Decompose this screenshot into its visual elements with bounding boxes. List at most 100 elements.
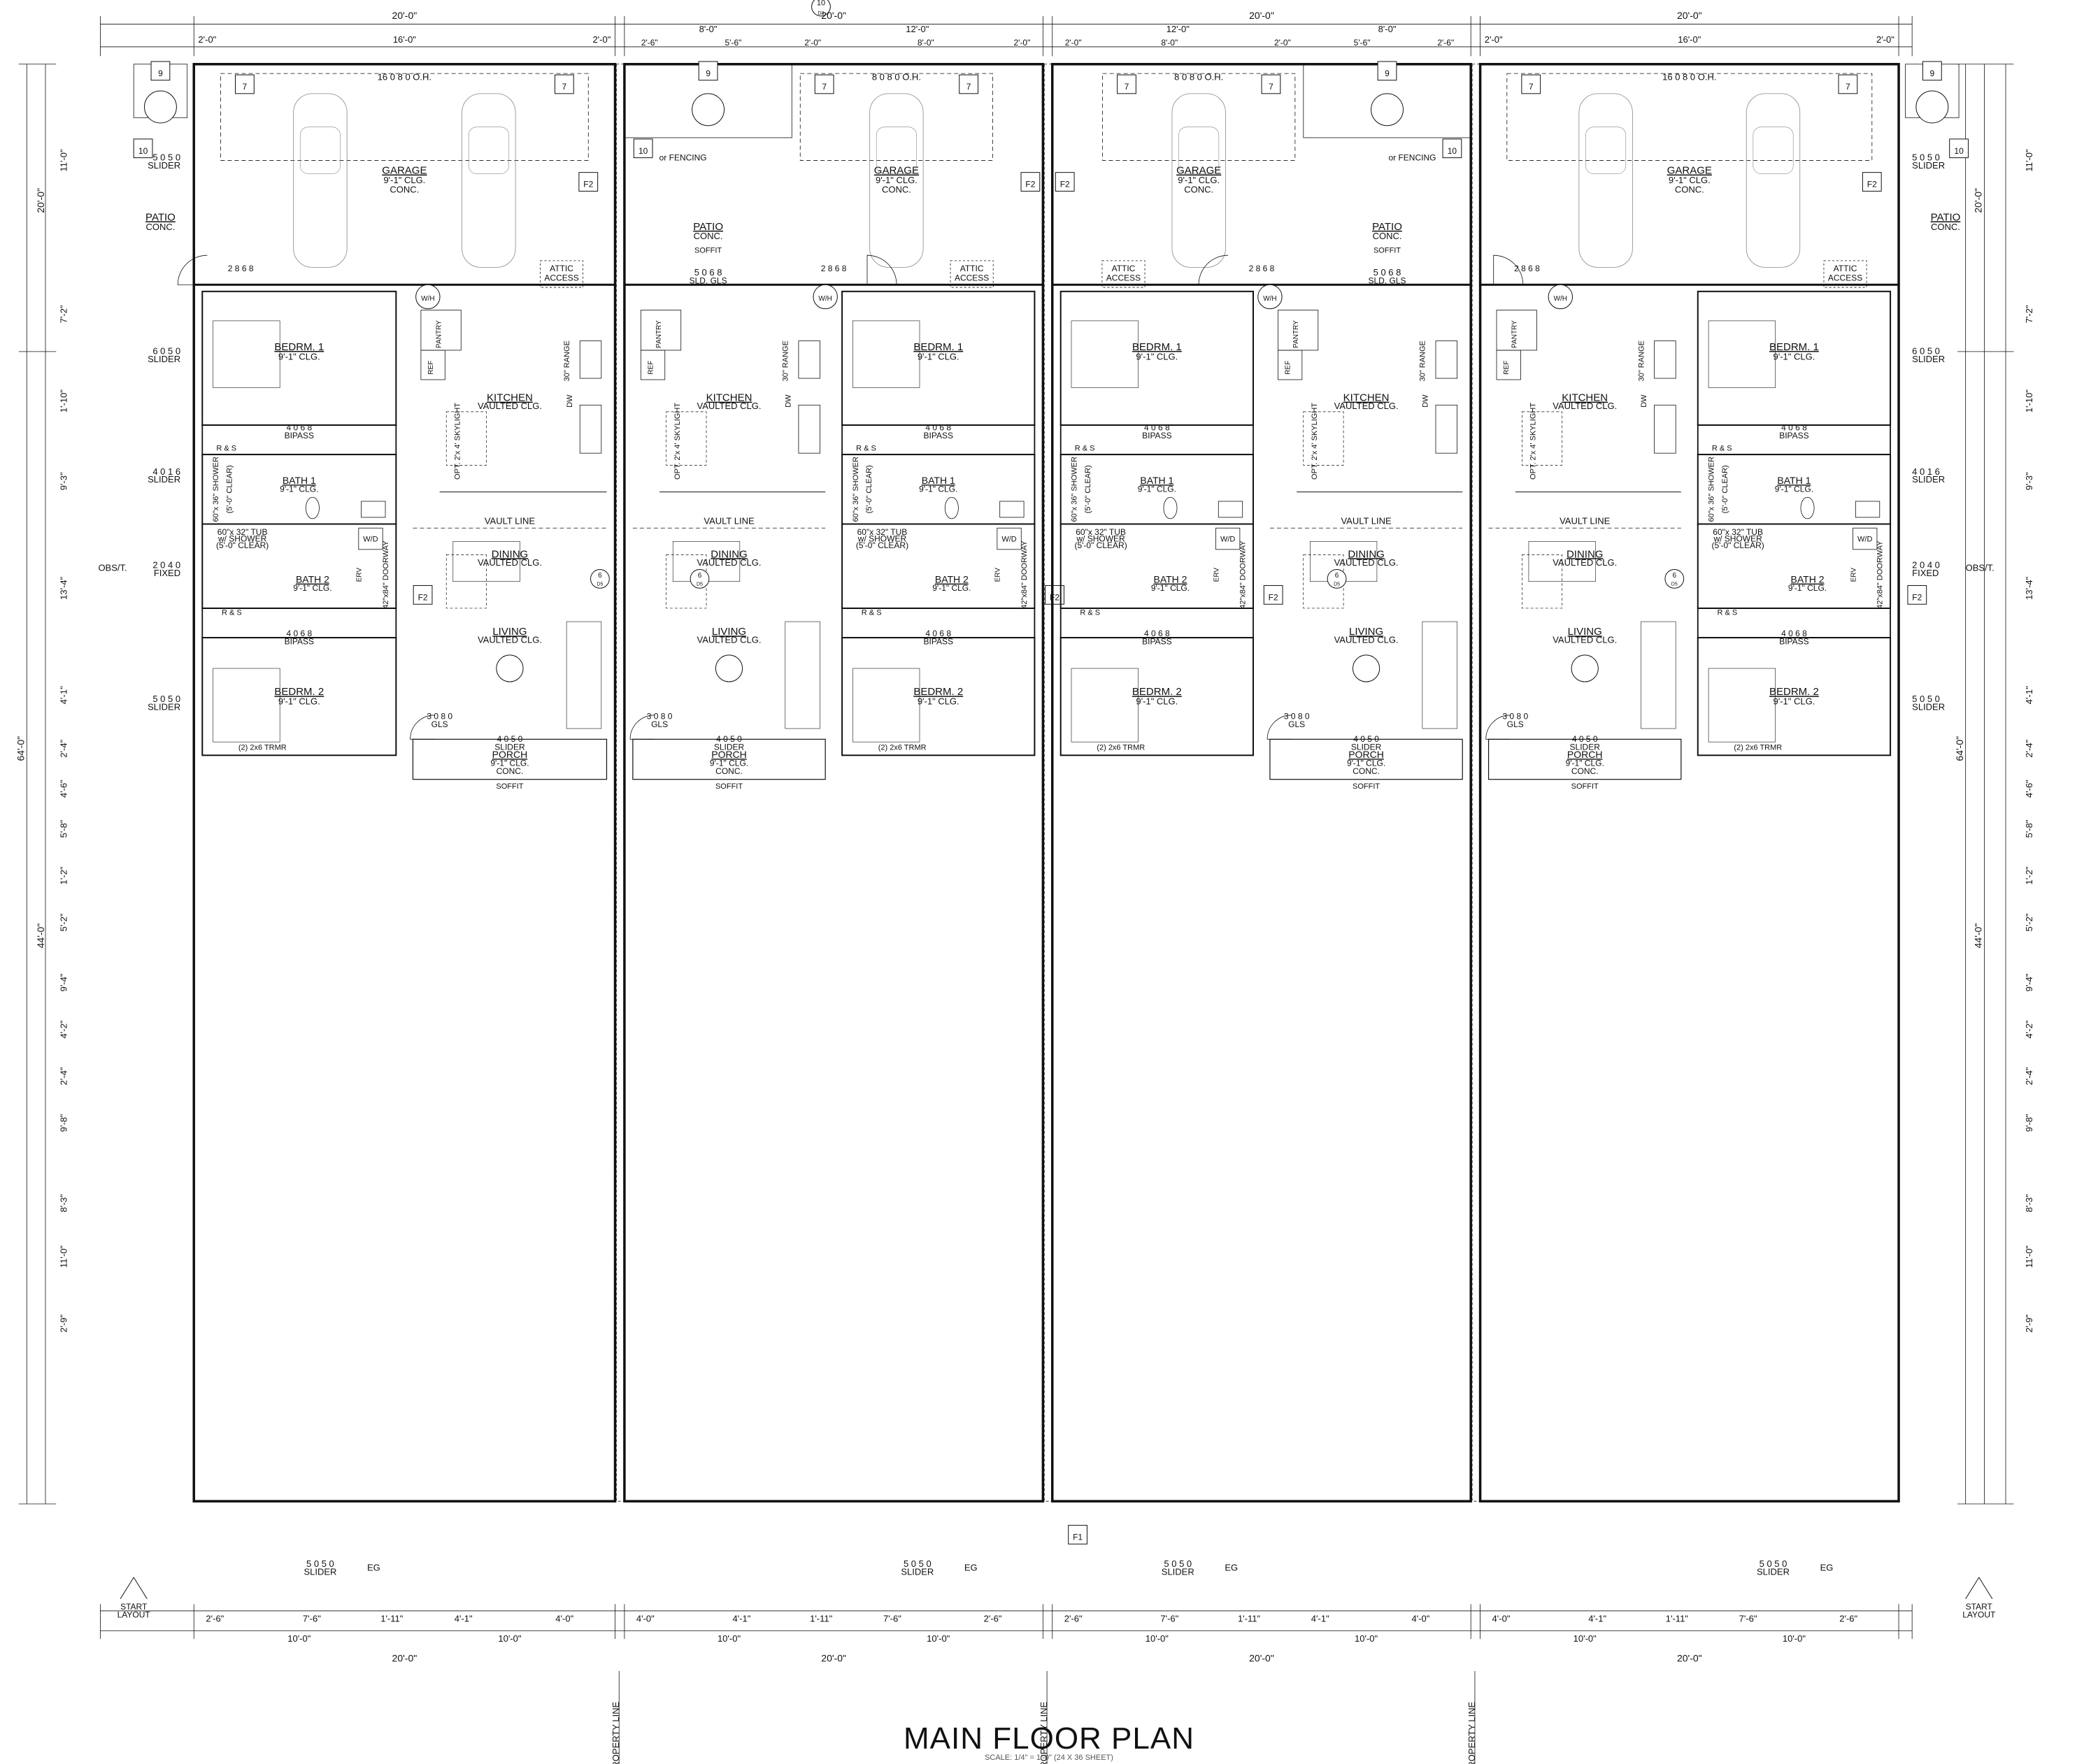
tag-label: 10 — [638, 146, 648, 156]
tag-label: 9 — [1929, 69, 1934, 78]
ref-label: REF — [648, 361, 655, 375]
bedroom-1-name: BEDRM. 1 — [913, 341, 963, 353]
dim-top: 2'-6" — [641, 38, 658, 48]
obs-label: OBS/T. — [1966, 562, 1994, 573]
sink-counter — [1435, 404, 1457, 454]
bed-2-outline — [1708, 668, 1776, 743]
property-line-label: PROPERTY LINE — [1467, 1701, 1477, 1764]
window-size: 6 0 5 0 — [1912, 346, 1940, 357]
toilet — [1163, 496, 1178, 519]
tub-clear-label: (5'-0" CLEAR) — [1712, 540, 1764, 550]
dim-bottom: 7'-6" — [883, 1613, 901, 1623]
living-name: LIVING — [492, 626, 527, 638]
dim-side-right: 1'-10" — [2024, 389, 2034, 413]
tag-label: F2 — [583, 180, 593, 189]
ref-label: REF — [427, 361, 435, 375]
tag-box — [235, 74, 255, 94]
obs-label: OBS/T. — [98, 562, 127, 573]
tag-box — [1949, 138, 1969, 159]
garage-floor: CONC. — [1675, 184, 1704, 194]
tag-box — [814, 74, 834, 94]
dim-side-right: 5'-2" — [2024, 913, 2034, 931]
slider-door-label: SLD. GLS — [1368, 275, 1406, 285]
rod-shelf-label-2: R & S — [1080, 609, 1100, 617]
bedroom-2-wall — [201, 637, 397, 756]
doorway-label: 42"x84" DOORWAY — [382, 540, 390, 609]
car-outline — [293, 93, 348, 268]
bed-outline — [1708, 320, 1776, 388]
dim-upper-right: 20'-0" — [1973, 188, 1984, 213]
shower-label: 60"x 36" SHOWER — [852, 457, 860, 522]
bedroom-2-ceiling: 9'-1" CLG. — [278, 696, 320, 707]
layout-label: LAYOUT — [117, 1610, 151, 1620]
bottom-slider-label: SLIDER — [1162, 1566, 1194, 1577]
wd-label: W/D — [1857, 535, 1872, 543]
section-marker — [811, 0, 831, 17]
garage-door-label: 8 0 8 0 O.H. — [1174, 72, 1223, 83]
living-ceiling: VAULTED CLG. — [1334, 635, 1399, 645]
section-marker-bottom: D3 — [818, 11, 824, 16]
dim-side-left: 7'-2" — [59, 305, 69, 323]
section-tag-sheet: D5 — [697, 582, 703, 587]
wd-label: W/D — [1001, 535, 1016, 543]
wh-label: W/H — [818, 295, 832, 303]
sink-counter — [1654, 404, 1676, 454]
kitchen-name: KITCHEN — [1343, 392, 1390, 404]
bath-2-name: BATH 2 — [935, 574, 969, 585]
tag-label: 7 — [562, 82, 567, 92]
dim-bottom: 7'-6" — [303, 1613, 321, 1623]
start-label: START — [120, 1602, 148, 1612]
attic-access — [1101, 260, 1146, 288]
bipass-label: BIPASS — [1142, 431, 1171, 440]
garage-door-overhead — [220, 73, 589, 161]
tag-label: F2 — [1867, 180, 1877, 189]
bed-outline — [852, 320, 920, 388]
toilet — [944, 496, 959, 519]
sofa — [785, 621, 820, 729]
car-windshield — [1585, 127, 1627, 174]
window-type: SLIDER — [1912, 354, 1945, 364]
rod-shelf-label-2: R & S — [862, 609, 882, 617]
dim-top: 8'-0" — [1161, 38, 1178, 48]
car-outline — [1746, 93, 1801, 268]
dim-side-right: 11'-0" — [2024, 1245, 2034, 1268]
entry-door-size: 3 0 8 0 — [647, 712, 673, 722]
bath-1-ceiling: 9'-1" CLG. — [1138, 485, 1176, 494]
entry-door-gls: GLS — [1507, 719, 1524, 729]
dw-label: DW — [1422, 394, 1430, 408]
shower-label: 60"x 36" SHOWER — [1708, 457, 1716, 522]
porch-name: PORCH — [1567, 749, 1603, 760]
range-label: 30" RANGE — [782, 340, 790, 381]
window-type: SLIDER — [1912, 701, 1945, 712]
closet-2-door-size: 4 0 6 8 — [1781, 629, 1807, 638]
rod-shelf-label: R & S — [856, 444, 876, 452]
dw-label: DW — [566, 394, 574, 408]
shower-label: 60"x 36" SHOWER — [212, 457, 220, 522]
bottom-window-size: 5 0 5 0 — [306, 1558, 334, 1569]
tag-label: 10 — [138, 146, 148, 156]
dining-table — [452, 541, 520, 582]
rod-shelf-label: R & S — [1075, 444, 1095, 452]
tub-label-2: w/ SHOWER — [217, 533, 267, 543]
north-arrow — [120, 1577, 148, 1600]
rod-shelf-label-2: R & S — [1717, 609, 1737, 617]
soffit-label: SOFFIT — [1373, 246, 1401, 254]
dim-total-right: 64'-0" — [1954, 736, 1965, 761]
tag-label: F2 — [1269, 592, 1278, 602]
garage-name: GARAGE — [382, 165, 427, 177]
access-label: ACCESS — [1828, 273, 1862, 283]
erv-label: ERV — [1213, 568, 1220, 582]
erv-label: ERV — [1850, 568, 1857, 582]
car-windshield — [299, 127, 341, 174]
tub-label: 60"x 32" TUB — [857, 527, 908, 537]
garage-entry-door — [866, 254, 897, 285]
water-heater — [1548, 284, 1574, 310]
kitchen-ceiling: VAULTED CLG. — [697, 401, 762, 411]
pantry-label: PANTRY — [655, 320, 663, 348]
window-type: FIXED — [154, 568, 180, 578]
range-label: 30" RANGE — [1637, 340, 1646, 381]
porch-ceiling: 9'-1" CLG. — [490, 759, 529, 768]
tag-box — [578, 172, 599, 192]
doorway-label: 42"x84" DOORWAY — [1239, 540, 1248, 609]
dim-top-overall: 20'-0" — [1249, 10, 1274, 21]
